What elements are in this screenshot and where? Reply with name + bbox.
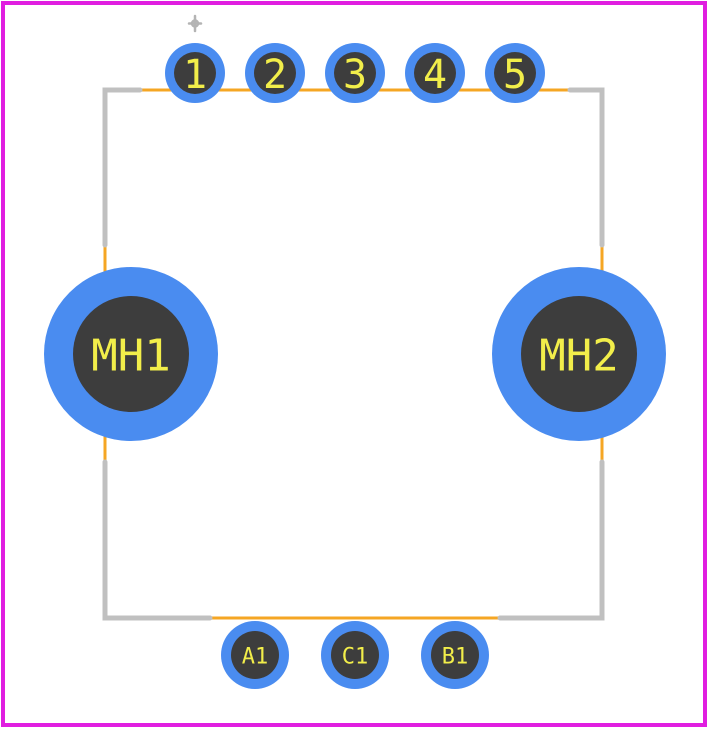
silkscreen-outline xyxy=(102,87,605,621)
pad-c1: C1 xyxy=(321,621,389,689)
pad-1: 1 xyxy=(165,43,225,103)
pad-2: 2 xyxy=(245,43,305,103)
pad-label: C1 xyxy=(342,645,369,670)
pad-drill-hole xyxy=(431,631,479,679)
pad-label: 1 xyxy=(183,52,207,98)
pad-4: 4 xyxy=(405,43,465,103)
pad-drill-hole xyxy=(174,52,216,94)
pad-drill-hole xyxy=(414,52,456,94)
pad-b1: B1 xyxy=(421,621,489,689)
mounting-hole-mh1: MH1 xyxy=(44,267,218,441)
pad-drill-hole xyxy=(494,52,536,94)
pad-label: 4 xyxy=(423,52,447,98)
pad-label: 2 xyxy=(263,52,287,98)
silk-bottom-right-corner xyxy=(497,459,605,621)
silk-top-right-corner xyxy=(567,87,605,248)
pad-label: MH2 xyxy=(539,331,618,382)
pad-label: 5 xyxy=(503,52,527,98)
silk-top-left-corner xyxy=(102,87,143,248)
pad-drill-hole xyxy=(231,631,279,679)
pad-drill-hole xyxy=(254,52,296,94)
pad-drill-hole xyxy=(73,296,189,412)
pad-label: A1 xyxy=(242,645,269,670)
origin-cross-icon xyxy=(187,14,203,33)
pad-drill-hole xyxy=(521,296,637,412)
mounting-hole-mh2: MH2 xyxy=(492,267,666,441)
silk-bottom-left-corner xyxy=(102,459,213,621)
pad-label: MH1 xyxy=(91,331,170,382)
pad-label: 3 xyxy=(343,52,367,98)
pad-3: 3 xyxy=(325,43,385,103)
pad-drill-hole xyxy=(334,52,376,94)
pad-drill-hole xyxy=(331,631,379,679)
pad-a1: A1 xyxy=(221,621,289,689)
pad-label: B1 xyxy=(442,645,469,670)
pad-5: 5 xyxy=(485,43,545,103)
